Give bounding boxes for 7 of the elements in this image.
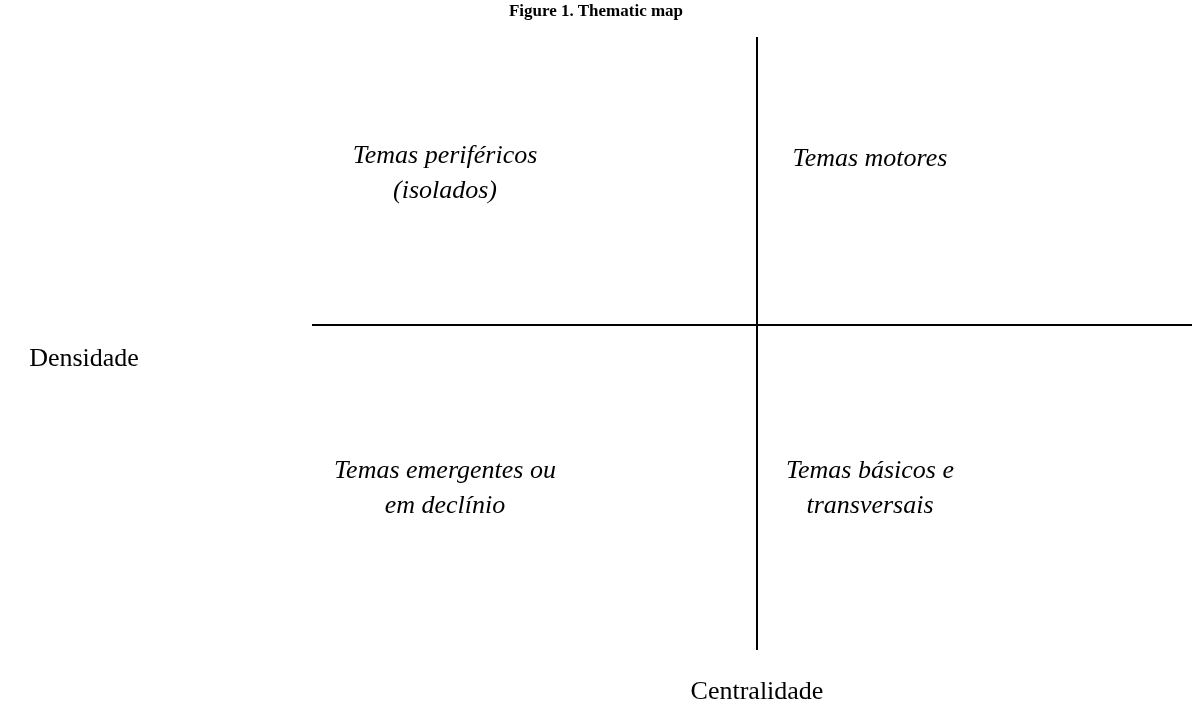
figure-title: Figure 1. Thematic map <box>508 0 684 22</box>
quadrant-label: Temas emergentes ou em declínio <box>333 454 557 521</box>
quadrant-label: Temas periféricos (isolados) <box>351 139 539 206</box>
quadrant-label: Temas básicos e transversais <box>784 454 956 521</box>
axis-label: Centralidade <box>689 674 825 701</box>
quadrant-label: Temas motores <box>791 141 949 174</box>
axis-label: Densidade <box>28 341 140 374</box>
